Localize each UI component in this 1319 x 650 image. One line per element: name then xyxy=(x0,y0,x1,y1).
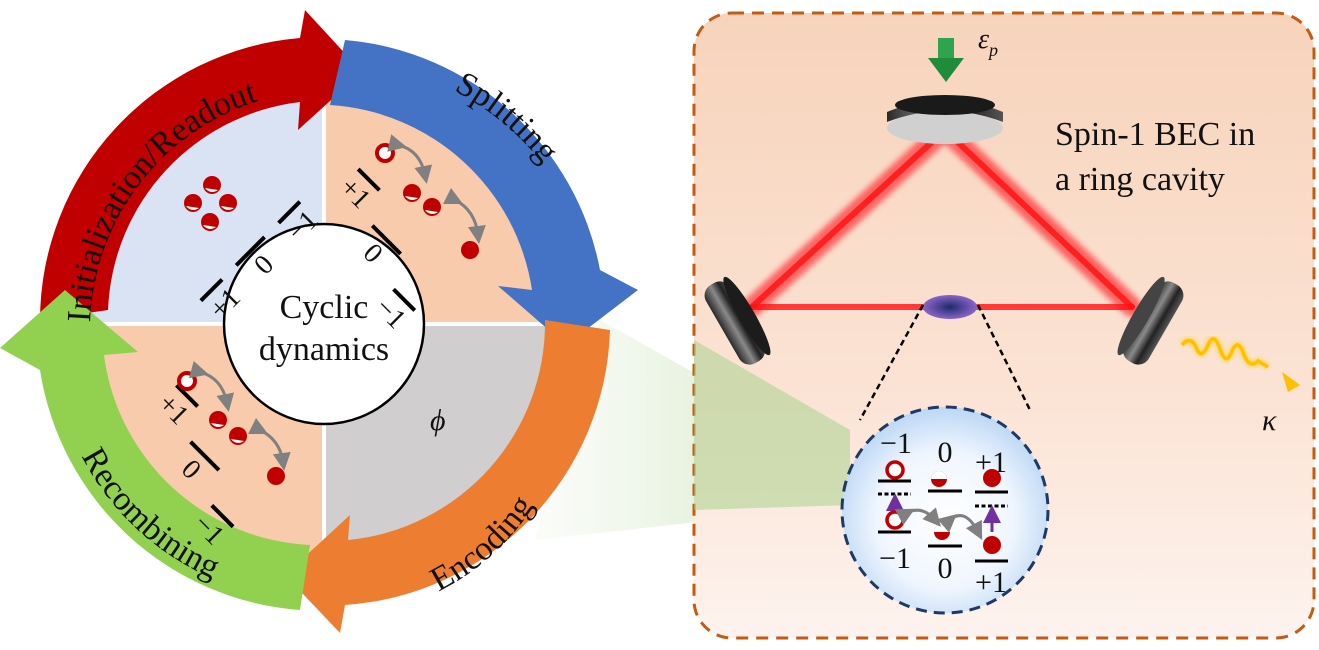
inset-bottom-label: 0 xyxy=(938,552,953,585)
recombining-atoms xyxy=(177,360,291,485)
photon-output-icon xyxy=(1179,335,1300,392)
inset-bottom-label: −1 xyxy=(879,542,911,575)
stage-arrow-recombining[interactable] xyxy=(0,290,310,610)
top-mirror xyxy=(887,95,1003,144)
stage-arrow-init[interactable] xyxy=(40,10,362,320)
panel-title-line2: a ring cavity xyxy=(1055,161,1225,198)
inset-bottom-label: +1 xyxy=(975,566,1007,599)
splitting-atoms xyxy=(375,134,486,259)
zoom-line-left xyxy=(858,304,925,421)
decay-label: κ xyxy=(1262,404,1277,437)
bec-cloud xyxy=(923,295,977,319)
pump-label: εp xyxy=(978,24,998,60)
phase-symbol: ϕ xyxy=(430,404,446,437)
ring-cavity-panel: εp Spin-1 BEC in a ring cavity κ xyxy=(692,11,1316,640)
zoom-beam-inner xyxy=(694,340,850,510)
level-scheme-inset: −1 0 +1 −1 0 +1 xyxy=(840,405,1050,615)
init-atoms xyxy=(184,176,237,231)
inset-top-label: −1 xyxy=(880,427,912,460)
center-circle xyxy=(222,222,426,426)
panel-title-line1: Spin-1 BEC in xyxy=(1055,116,1255,153)
center-label-line2: dynamics xyxy=(259,331,389,368)
cyclic-diagram: Initialization/Readout Splitting Encodin… xyxy=(0,10,850,633)
inset-top-label: 0 xyxy=(938,436,953,469)
center-label-line1: Cyclic xyxy=(280,289,369,326)
pump-arrow-icon xyxy=(928,38,964,82)
left-mirror xyxy=(704,276,771,365)
right-mirror xyxy=(1117,276,1184,365)
stage-arrow-encoding[interactable] xyxy=(285,320,610,633)
stage-arrow-splitting[interactable] xyxy=(330,40,638,345)
